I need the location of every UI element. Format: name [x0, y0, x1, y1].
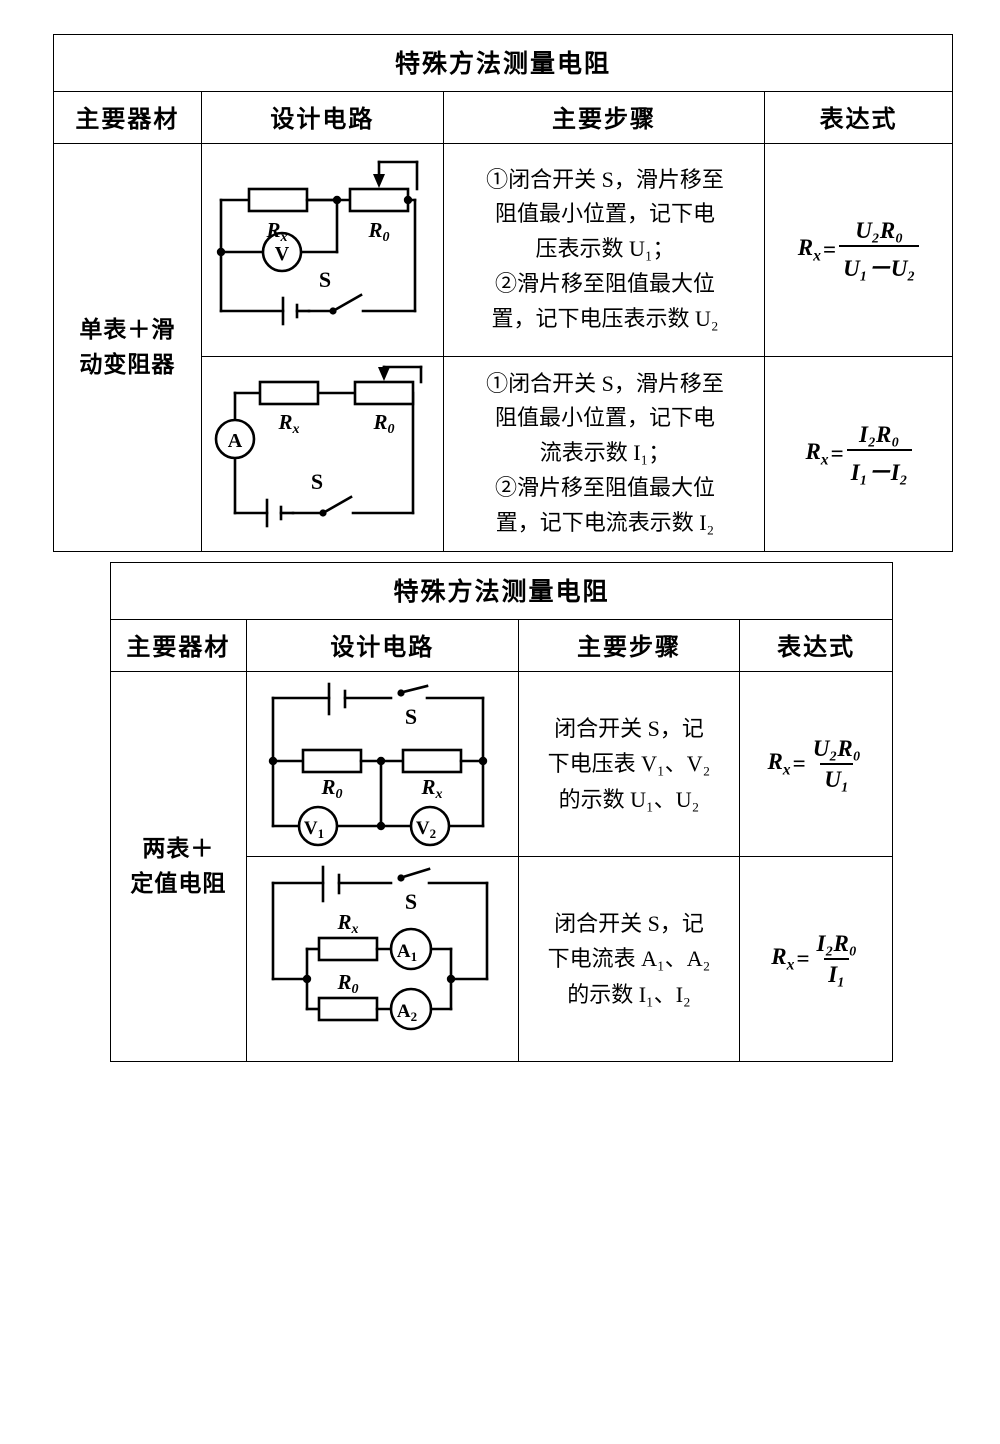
table2-formula-cell-2: Rx = I₂R₀ I₁ [739, 856, 893, 1062]
step-line: ②滑片移至阻值最大位 [494, 474, 715, 500]
table2-steps-cell-1: 闭合开关 S，记 下电压表 V₁、V₂ 的示数 U₁、U₂ [517, 671, 741, 857]
svg-text:Rx: Rx [278, 410, 300, 437]
step-line: 闭合开关 S，记 [554, 910, 704, 936]
step-line: 下电流表 A₁、A₂ [547, 946, 711, 972]
table2-title: 特殊方法测量电阻 [110, 562, 893, 620]
step-line: 下电压表 V₁、V₂ [547, 751, 711, 777]
formula-lhs: Rx [771, 943, 795, 974]
svg-text:R0: R0 [321, 775, 343, 802]
formula-expression: Rx = I₂R₀ I₁－I₂ [805, 421, 912, 487]
svg-text:Rx: Rx [337, 910, 359, 937]
formula-lhs: Rx [797, 234, 821, 265]
formula-fraction: I₂R₀ I₁－I₂ [846, 421, 912, 487]
equals-sign: = [822, 237, 837, 262]
formula-lhs: Rx [805, 438, 829, 469]
formula-numerator: I₂R₀ [816, 930, 857, 956]
svg-text:S: S [405, 889, 417, 914]
svg-text:S: S [319, 267, 331, 292]
formula-numerator: U₂R₀ [855, 217, 904, 243]
table1-title: 特殊方法测量电阻 [53, 34, 953, 92]
table1-header-circuit: 设计电路 [200, 91, 444, 144]
table1-header-row: 主要器材 设计电路 主要步骤 表达式 [53, 91, 953, 144]
table1-header-steps: 主要步骤 [442, 91, 766, 144]
circuit-diagram-voltmeter-rheostat: Rx R0 V S [200, 143, 444, 357]
table2-header-circuit: 设计电路 [245, 619, 519, 672]
table1-formula-cell-2: Rx = I₂R₀ I₁－I₂ [764, 356, 953, 552]
step-line: 流表示数 I₁； [539, 440, 671, 466]
formula-expression: Rx = U₂R₀ U₁－U₂ [798, 218, 920, 283]
step-line: 置，记下电压表示数 U₂ [491, 305, 719, 331]
step-line: 的示数 U₁、U₂ [558, 786, 700, 812]
step-line: 置，记下电流表示数 I₂ [495, 509, 715, 535]
equals-sign: = [796, 946, 810, 971]
formula-denominator: U₁－U₂ [839, 244, 920, 283]
table2-formula-cell-1: Rx = U₂R₀ U₁ [739, 671, 893, 857]
table1-equipment-cell: 单表＋滑 动变阻器 [53, 143, 202, 552]
svg-text:V: V [275, 243, 290, 265]
equipment-line-1: 两表＋ [142, 836, 215, 861]
table1-header-formula: 表达式 [764, 91, 953, 144]
table2-header-equipment: 主要器材 [110, 619, 247, 672]
step-line: 阻值最小位置，记下电 [494, 405, 715, 431]
table1-header-equipment: 主要器材 [53, 91, 202, 144]
table2-title-row: 特殊方法测量电阻 [110, 562, 893, 620]
equipment-line-2: 动变阻器 [79, 351, 176, 377]
formula-fraction: I₂R₀ I₁ [813, 931, 861, 988]
formula-numerator: U₂R₀ [812, 735, 861, 761]
resistance-methods-table-1: 特殊方法测量电阻 主要器材 设计电路 主要步骤 表达式 单表＋滑 动变阻器 [53, 34, 953, 552]
svg-text:A: A [228, 430, 243, 452]
formula-denominator: I₁－I₂ [846, 448, 912, 487]
equals-sign: = [792, 751, 806, 776]
table1-steps-cell-1: ①闭合开关 S，滑片移至 阻值最小位置，记下电 压表示数 U₁； ②滑片移至阻值… [442, 143, 766, 357]
formula-expression: Rx = U₂R₀ U₁ [767, 736, 864, 793]
formula-numerator: I₂R₀ [859, 421, 900, 447]
step-line: ②滑片移至阻值最大位 [494, 270, 715, 296]
svg-text:R0: R0 [368, 218, 390, 245]
svg-text:Rx: Rx [266, 218, 288, 245]
equipment-line-1: 单表＋滑 [79, 317, 176, 342]
svg-text:R0: R0 [373, 410, 395, 437]
resistance-methods-table-2: 特殊方法测量电阻 主要器材 设计电路 主要步骤 表达式 两表＋ 定值电阻 [110, 562, 893, 1062]
svg-text:Rx: Rx [421, 775, 443, 802]
formula-fraction: U₂R₀ U₁ [809, 736, 865, 793]
step-line: 闭合开关 S，记 [554, 715, 704, 741]
table2-row-2: S Rx R0 A1 A2 闭合开关 S，记 下电流表 A₁、A₂ 的示数 I₁… [111, 856, 893, 1062]
step-line: 压表示数 U₁； [535, 236, 675, 262]
table1-row-1: 单表＋滑 动变阻器 [53, 143, 953, 552]
formula-fraction: U₂R₀ U₁－U₂ [839, 217, 920, 283]
table2-equipment-cell: 两表＋ 定值电阻 [110, 671, 247, 1062]
formula-denominator: I₁ [824, 957, 850, 988]
table2-row-1: 两表＋ 定值电阻 [110, 671, 893, 1062]
table2-header-row: 主要器材 设计电路 主要步骤 表达式 [110, 619, 893, 672]
formula-denominator: U₁ [820, 762, 854, 793]
table1-title-row: 特殊方法测量电阻 [53, 34, 953, 92]
circuit-diagram-two-voltmeters: S R0 Rx V1 V2 [245, 671, 519, 857]
step-line: 的示数 I₁、I₂ [567, 981, 691, 1007]
table1-row-2: Rx R0 A S ①闭合开关 S，滑片移至 阻值最小位置，记下电 流表示数 I… [54, 356, 953, 552]
table2-header-steps: 主要步骤 [517, 619, 741, 672]
equals-sign: = [830, 441, 844, 466]
circuit-diagram-two-ammeters: S Rx R0 A1 A2 [245, 856, 519, 1062]
svg-text:R0: R0 [337, 970, 359, 997]
svg-text:S: S [405, 704, 417, 729]
table1-formula-cell-1: Rx = U₂R₀ U₁－U₂ [764, 143, 953, 357]
step-line: ①闭合开关 S，滑片移至 [486, 166, 724, 192]
formula-expression: Rx = I₂R₀ I₁ [771, 931, 861, 988]
formula-lhs: Rx [767, 748, 791, 779]
svg-text:S: S [311, 469, 323, 494]
table1-steps-cell-2: ①闭合开关 S，滑片移至 阻值最小位置，记下电 流表示数 I₁； ②滑片移至阻值… [442, 356, 766, 552]
circuit-diagram-ammeter-rheostat: Rx R0 A S [200, 356, 444, 552]
step-line: ①闭合开关 S，滑片移至 [486, 370, 724, 396]
table2-steps-cell-2: 闭合开关 S，记 下电流表 A₁、A₂ 的示数 I₁、I₂ [517, 856, 741, 1062]
step-line: 阻值最小位置，记下电 [494, 201, 715, 227]
equipment-line-2: 定值电阻 [130, 870, 227, 896]
table2-header-formula: 表达式 [739, 619, 893, 672]
